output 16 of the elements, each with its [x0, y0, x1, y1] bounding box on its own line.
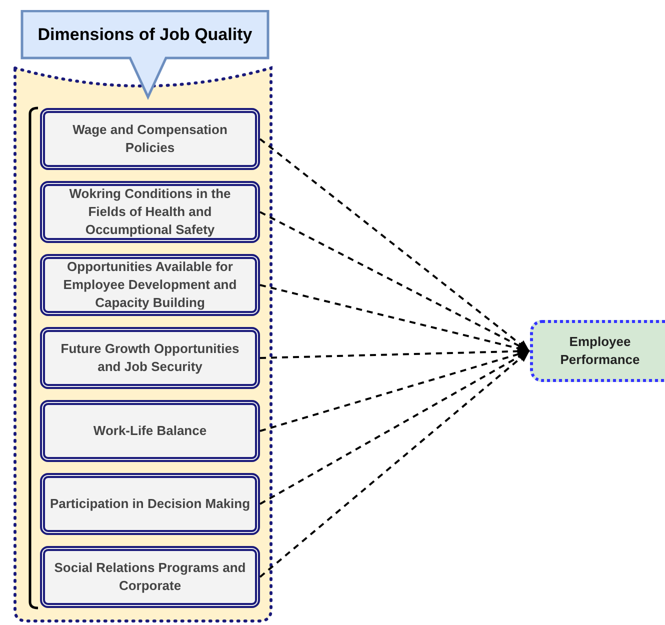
dimension-box: Wokring Conditions in the Fields of Health and Occumptional Safety [40, 181, 260, 243]
dimension-box: Work-Life Balance [40, 400, 260, 462]
dashed-arrow [259, 350, 530, 578]
outcome-box: Employee Performance [530, 320, 665, 382]
callout-title: Dimensions of Job Quality [38, 24, 252, 46]
dashed-arrow [260, 346, 530, 359]
dimension-box: Opportunities Available for Employee Development and Capacity Building [40, 254, 260, 316]
dashed-arrow [259, 138, 530, 352]
dimension-box: Social Relations Programs and Corporate [40, 546, 260, 608]
dashed-arrow [260, 349, 530, 432]
dimension-box: Future Growth Opportunities and Job Security [40, 327, 260, 389]
dashed-arrow [260, 284, 530, 354]
dashed-arrow [260, 211, 530, 352]
dimension-box: Wage and Compensation Policies [40, 108, 260, 170]
dimension-box: Participation in Decision Making [40, 473, 260, 535]
dashed-arrow [260, 350, 530, 505]
